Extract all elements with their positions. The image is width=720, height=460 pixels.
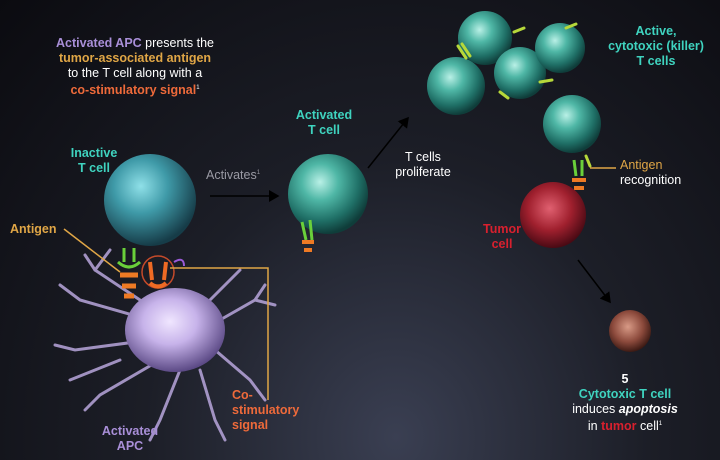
apoptosis-tumor-word: tumor: [601, 419, 637, 434]
apc-caption-tcell: to the T cell along with a: [67, 66, 203, 80]
apc-caption-signal: co-stimulatory signal: [70, 83, 197, 98]
apoptosis-arrow: [577, 259, 611, 304]
antigen-pointer-line: [63, 228, 121, 273]
tumor-label-line1: Tumor: [483, 222, 521, 236]
killer-line1: Active,: [635, 24, 677, 38]
apc-caption-presents: presents the: [141, 36, 214, 50]
apoptosis-label: 5 Cytotoxic T cell induces apoptosis in …: [560, 372, 690, 434]
killer-line3: T cells: [636, 54, 676, 68]
apoptosis-line2: induces apoptosis: [560, 402, 690, 417]
activated-label-line2: T cell: [308, 123, 340, 137]
proliferate-label: T cells proliferate: [378, 150, 468, 180]
costim-line1: Co-: [232, 388, 253, 402]
costim-pointer-line: [170, 267, 269, 400]
killer-t-cell-cluster: [427, 11, 601, 168]
apoptosis-sup: 1: [658, 421, 663, 427]
tumor-cell: [520, 182, 586, 248]
inactive-t-cell-label: Inactive T cell: [54, 146, 134, 176]
antigen-label: Antigen: [10, 222, 57, 236]
apc-cell: [53, 248, 277, 442]
apoptosis-line3: in tumor cell1: [560, 417, 690, 434]
recognition-line2: recognition: [620, 173, 682, 187]
recognition-line1: Antigen: [620, 158, 663, 172]
apc-caption-apc: Activated APC: [56, 36, 142, 50]
activates-label: Activates1: [206, 166, 260, 183]
activated-label-line1: Activated: [295, 108, 353, 122]
activated-t-cell-label: Activated T cell: [278, 108, 370, 138]
apoptosis-line1: Cytotoxic T cell: [578, 387, 672, 401]
apoptosis-cell: cell: [636, 419, 659, 434]
apc-caption-sup: 1: [196, 85, 200, 91]
step-number: 5: [621, 372, 629, 386]
tumor-cell-label: Tumor cell: [472, 222, 532, 252]
activates-sup: 1: [256, 170, 261, 176]
apoptotic-tumor-cell: [609, 310, 651, 352]
killer-line2: cytotoxic (killer): [608, 39, 704, 53]
receptor-complex: [116, 248, 175, 299]
tumor-label-line2: cell: [491, 237, 513, 251]
inactive-t-cell: [104, 154, 196, 246]
activated-apc-label: Activated APC: [90, 424, 170, 454]
activates-text: Activates: [206, 168, 257, 183]
purple-signal-arc: [173, 258, 185, 267]
apc-caption: Activated APC presents the tumor-associa…: [20, 36, 250, 98]
apc-caption-antigen: tumor-associated antigen: [58, 51, 212, 65]
apc-label-line2: APC: [116, 439, 144, 453]
apc-label-line1: Activated: [101, 424, 159, 438]
apoptosis-induces: induces: [572, 402, 619, 416]
activated-receptor: [300, 219, 314, 252]
proliferate-line1: T cells: [405, 150, 441, 164]
costim-line3: signal: [232, 418, 269, 432]
inactive-label-line2: T cell: [78, 161, 110, 175]
proliferate-line2: proliferate: [395, 165, 451, 179]
apoptosis-in: in: [587, 419, 602, 434]
costim-label: Co- stimulatory signal: [232, 388, 299, 433]
antigen-recognition-label: Antigen recognition: [620, 158, 681, 188]
recognition-receptor: [572, 159, 586, 190]
costim-line2: stimulatory: [232, 403, 300, 417]
proliferate-arrow: [367, 116, 409, 169]
killer-t-cells-label: Active, cytotoxic (killer) T cells: [598, 24, 714, 69]
activated-t-cell: [288, 154, 368, 234]
inactive-label-line1: Inactive: [70, 146, 118, 160]
apoptosis-word: apoptosis: [618, 402, 678, 416]
